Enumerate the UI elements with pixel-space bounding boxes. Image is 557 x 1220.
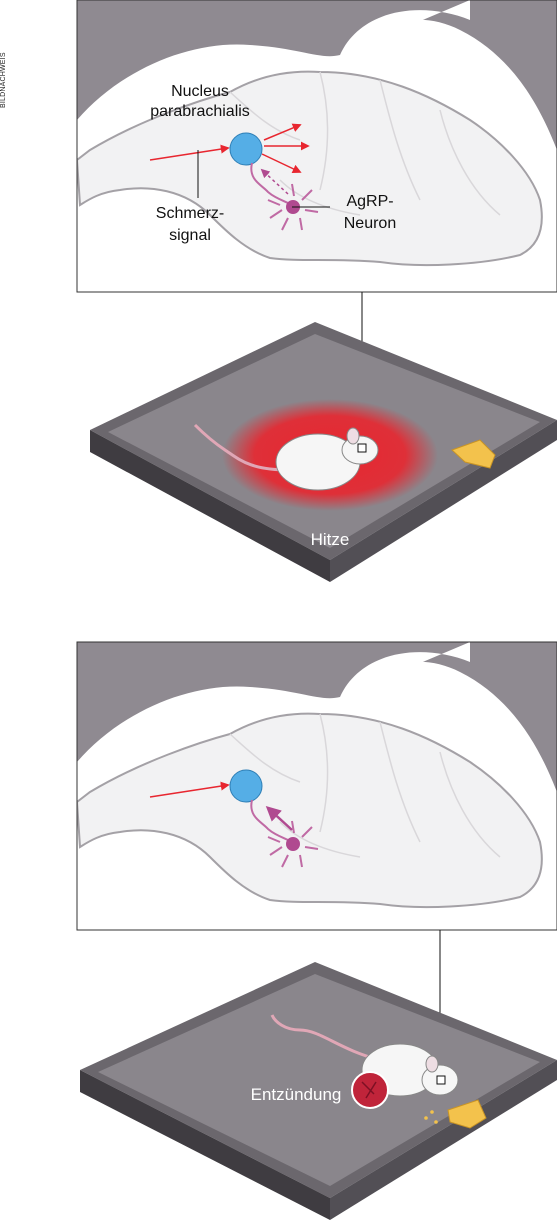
crumb (434, 1120, 438, 1124)
implant-marker-2 (437, 1076, 445, 1084)
crumb (424, 1116, 428, 1120)
brain-panel-top (77, 0, 557, 292)
crumb (430, 1110, 434, 1114)
nucleus-parabrachialis (230, 133, 262, 165)
nucleus-label-2: parabrachialis (150, 103, 250, 120)
pain-label-1: Schmerz- (156, 205, 224, 222)
mouse-ear-1 (347, 428, 359, 444)
brain-panel-bottom (77, 642, 557, 930)
heat-label: Hitze (311, 530, 350, 549)
pain-label-2: signal (169, 227, 211, 244)
nucleus-label-1: Nucleus (171, 83, 229, 100)
implant-marker-1 (358, 444, 366, 452)
agrp-label-2: Neuron (344, 215, 396, 232)
agrp-label-1: AgRP- (346, 193, 393, 210)
mouse-ear-2 (426, 1056, 438, 1072)
nucleus-parabrachialis-2 (230, 770, 262, 802)
inflammation-label: Entzündung (251, 1085, 342, 1104)
